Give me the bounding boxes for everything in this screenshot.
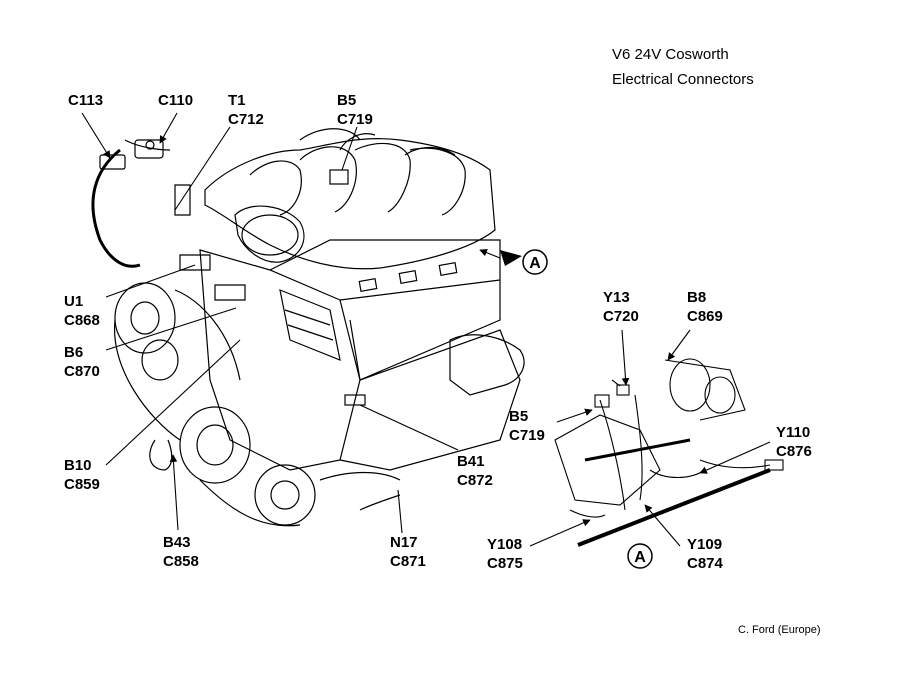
connector-code: C110 <box>158 92 194 109</box>
view-a-marker-main <box>500 249 548 275</box>
connector-code: C719 <box>509 427 545 444</box>
component-code: B43 <box>163 534 191 551</box>
diagram-title-line2: Electrical Connectors <box>612 71 754 88</box>
connector-code: C858 <box>163 553 199 570</box>
component-code: B10 <box>64 457 92 474</box>
view-a-marker-detail <box>627 543 653 569</box>
connector-code: C719 <box>337 111 373 128</box>
connector-code: C871 <box>390 553 426 570</box>
component-code: B8 <box>687 289 707 306</box>
view-a-label-main: A <box>529 255 541 272</box>
diagram-title-line1: V6 24V Cosworth <box>612 46 729 63</box>
connector-code: C720 <box>603 308 639 325</box>
component-code: B41 <box>457 453 485 470</box>
component-code: U1 <box>64 293 84 310</box>
component-code: B5 <box>509 408 529 425</box>
credit-text: C. Ford (Europe) <box>738 624 821 636</box>
component-code: T1 <box>228 92 246 109</box>
connector-code: C712 <box>228 111 264 128</box>
connector-code: C872 <box>457 472 493 489</box>
connector-code: C876 <box>776 443 812 460</box>
leader-lines <box>81 112 771 547</box>
connector-label-c113: C113 <box>68 91 103 110</box>
connector-code: C875 <box>487 555 523 572</box>
connector-code: C859 <box>64 476 100 493</box>
component-code: B6 <box>64 344 84 361</box>
connector-code: C874 <box>687 555 723 572</box>
component-code: B5 <box>337 92 357 109</box>
connector-code: C870 <box>64 363 100 380</box>
view-a-label-detail: A <box>634 549 646 566</box>
connector-label-c110: C110 <box>158 91 193 110</box>
component-code: Y110 <box>776 424 811 441</box>
component-code: N17 <box>390 534 418 551</box>
connector-code: C113 <box>68 92 104 109</box>
connector-code: C868 <box>64 312 100 329</box>
component-code: Y109 <box>687 536 723 553</box>
component-code: Y108 <box>487 536 523 553</box>
main-engine-drawing <box>91 128 525 527</box>
connector-code: C869 <box>687 308 723 325</box>
component-code: Y13 <box>603 289 630 306</box>
detail-view-a-drawing <box>554 358 784 547</box>
